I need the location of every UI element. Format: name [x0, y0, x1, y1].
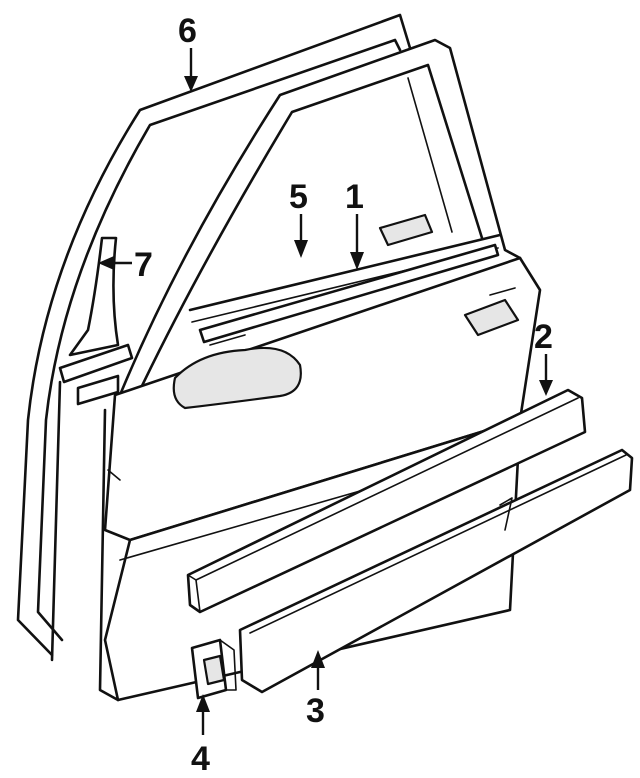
callout-5: 5 [289, 178, 308, 216]
leader-arrows [98, 48, 553, 735]
callout-7: 7 [134, 246, 153, 284]
callout-2: 2 [534, 318, 553, 356]
lower-molding-3 [238, 448, 634, 694]
inner-belt-strip [50, 343, 134, 662]
callout-6: 6 [178, 12, 197, 50]
side-molding-2 [186, 388, 587, 614]
callout-3: 3 [306, 692, 325, 730]
weatherstrip-seal-6 [16, 13, 412, 657]
corner-trim-7 [68, 236, 120, 357]
clip-fastener-4 [190, 638, 237, 700]
belt-weatherstrip-5 [198, 243, 500, 344]
callout-4: 4 [191, 740, 210, 778]
callout-1: 1 [345, 178, 364, 216]
